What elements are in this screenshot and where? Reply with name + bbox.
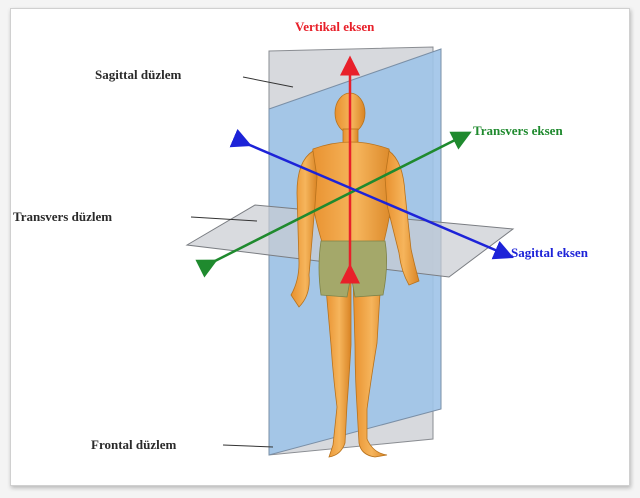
vertical-axis-label: Vertikal eksen — [295, 19, 374, 35]
transverse-axis-label: Transvers eksen — [473, 123, 563, 139]
frontal-plane-leader — [223, 445, 273, 447]
transverse-plane-label: Transvers düzlem — [13, 209, 112, 225]
sagittal-plane-label: Sagittal düzlem — [95, 67, 181, 83]
frontal-plane-label: Frontal düzlem — [91, 437, 176, 453]
sagittal-axis-label: Sagittal eksen — [511, 245, 588, 261]
diagram-frame: Vertikal eksen Sagittal düzlem Transvers… — [10, 8, 630, 486]
figure-torso — [309, 142, 395, 245]
